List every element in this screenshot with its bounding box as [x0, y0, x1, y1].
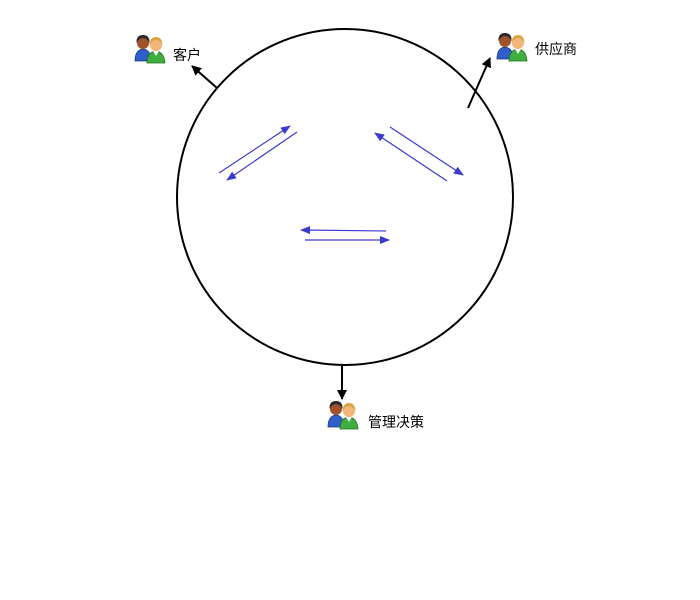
flow-arrows-bottom: [300, 226, 390, 244]
node-label-management: 管理决策: [368, 414, 424, 431]
people-icon: [327, 400, 359, 430]
people-icon: [134, 34, 166, 64]
node-management: 管理决策: [327, 400, 424, 431]
people-icon: [496, 32, 528, 62]
node-supplier: 供应商: [496, 32, 577, 62]
connector-arrow-customer: [191, 65, 218, 89]
connector-arrow-supplier: [467, 57, 491, 109]
node-label-customer: 客户: [173, 47, 201, 64]
node-customer: 客户: [134, 34, 201, 64]
cycle-circle: [176, 28, 514, 366]
node-label-supplier: 供应商: [535, 41, 577, 58]
flow-arrows-left: [218, 125, 298, 181]
flow-arrows-right: [374, 126, 464, 182]
